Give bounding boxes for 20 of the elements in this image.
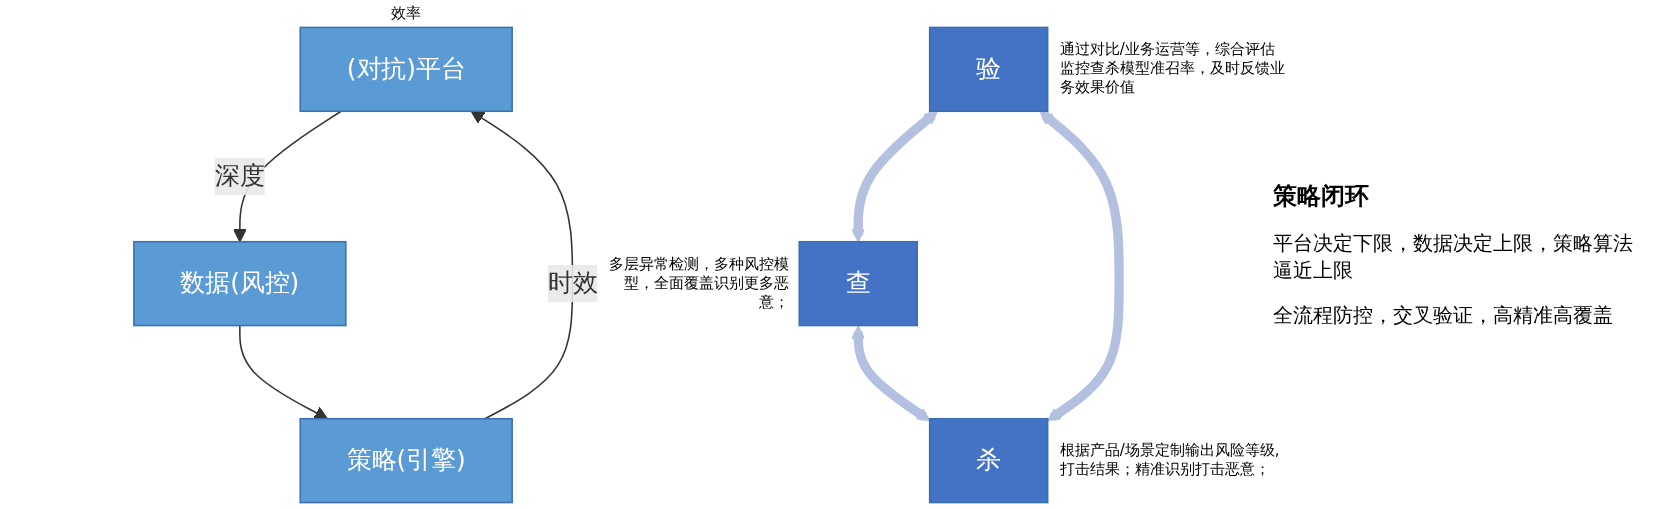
edge-label: 深度 — [215, 160, 265, 190]
node-box: (对抗)平台 — [299, 26, 513, 112]
arrow — [851, 110, 938, 242]
node-box: 查 — [798, 240, 919, 326]
node-caption: 多层异常检测，多种风控模型，全面覆盖识别更多恶意； — [608, 254, 790, 312]
node-caption: 通过对比/业务运营等，综合评估监控查杀模型准召率，及时反馈业务效果价值 — [1059, 40, 1286, 98]
bullet-note: 全流程防控，交叉验证，高精准高覆盖 — [1273, 302, 1614, 329]
node-caption: 效率 — [390, 3, 423, 23]
node-caption: 根据产品/场景定制输出风险等级,打击结果；精准识别打击恶意； — [1059, 441, 1281, 480]
node-box: 策略(引擎) — [299, 417, 513, 503]
node-box: 验 — [928, 26, 1049, 112]
arrow — [1039, 110, 1124, 421]
node-box: 数据(风控) — [133, 240, 347, 326]
edge-label: 时效 — [547, 267, 598, 298]
bullet-note: 平台决定下限，数据决定上限，策略算法逼近上限 — [1273, 230, 1633, 284]
node-box: 杀 — [928, 417, 1049, 503]
arrow — [851, 325, 931, 421]
arrow — [470, 110, 574, 419]
arrow — [239, 324, 328, 419]
center-label: 策略闭环 — [1273, 181, 1370, 212]
